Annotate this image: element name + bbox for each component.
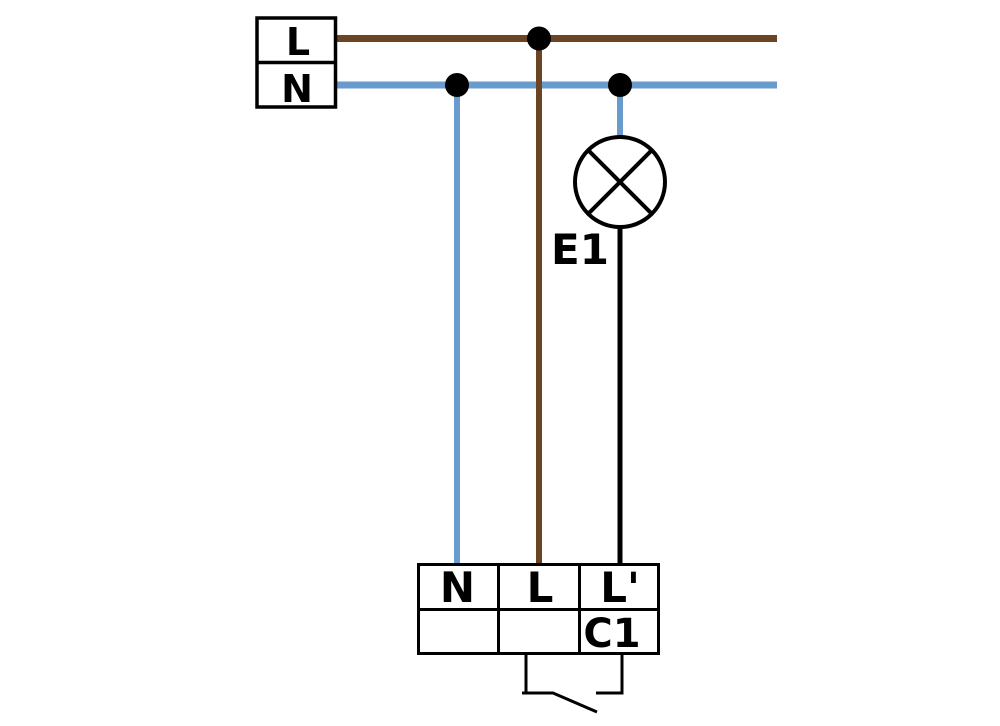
junction-dot: [527, 26, 551, 51]
lamp-symbol: [573, 135, 667, 229]
switch-contact-symbol: [522, 655, 624, 714]
terminal-live-label: L: [527, 563, 554, 612]
terminal-relay-output-label: C1: [583, 611, 640, 657]
terminal-block: N L L' C1: [417, 563, 660, 657]
terminal-neutral-label: N: [440, 563, 475, 612]
lamp-label: E1: [551, 225, 609, 274]
terminal-switched-live-label: L': [600, 563, 640, 612]
junction-dot: [608, 73, 632, 97]
junction-dot: [445, 73, 469, 97]
lamp-cross-line: [586, 148, 654, 216]
supply-neutral-terminal-label: N: [281, 67, 313, 111]
supply-box: L N: [255, 16, 338, 111]
supply-live-terminal-label: L: [286, 20, 310, 64]
